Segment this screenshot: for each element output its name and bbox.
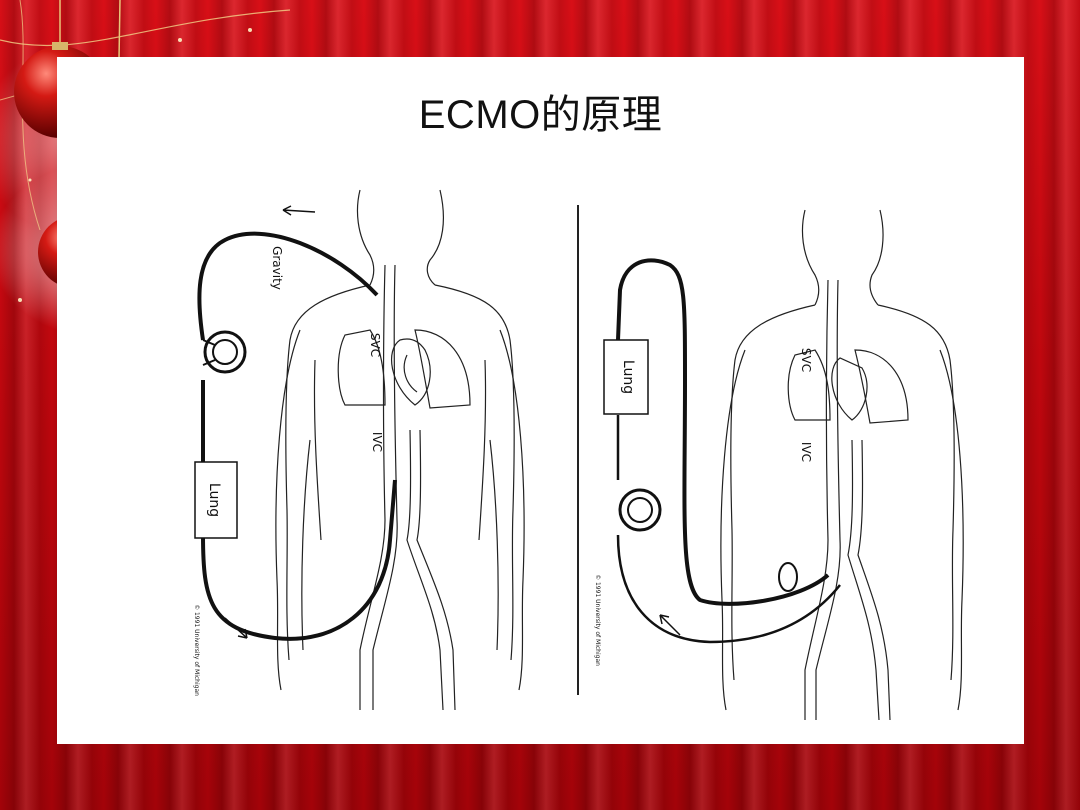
flow-arrow-icon (659, 614, 681, 636)
ecmo-circuit-left (197, 231, 397, 641)
lung-oxygenator-box (603, 339, 649, 415)
figure-divider (577, 205, 579, 695)
ecmo-diagram-left: Lung Gravity SVC IVC © 1991 University o… (193, 189, 525, 711)
ecmo-diagram-right: Lung SVC IVC © 1991 University of Michig… (594, 209, 964, 720)
lung-label: Lung (620, 360, 636, 394)
body-outline-right (720, 209, 964, 720)
pump-icon (203, 330, 247, 374)
flow-arrow-icon (224, 617, 248, 639)
ivc-label: IVC (799, 442, 813, 462)
lung-oxygenator-box (194, 461, 238, 539)
gravity-label: Gravity (270, 246, 284, 290)
lung-label: Lung (206, 483, 222, 517)
pump-icon (618, 488, 662, 532)
ivc-label: IVC (370, 432, 384, 452)
copyright-text: © 1991 University of Michigan (193, 604, 200, 696)
ecmo-circuit-right (616, 258, 841, 644)
copyright-text: © 1991 University of Michigan (594, 574, 601, 666)
flow-arrow-icon (282, 205, 316, 216)
body-outline-left (275, 189, 525, 711)
svc-label: SVC (368, 333, 382, 357)
slide-content-panel (57, 57, 1024, 744)
svc-label: SVC (799, 348, 813, 372)
slide-title: ECMO的原理 (418, 93, 663, 137)
